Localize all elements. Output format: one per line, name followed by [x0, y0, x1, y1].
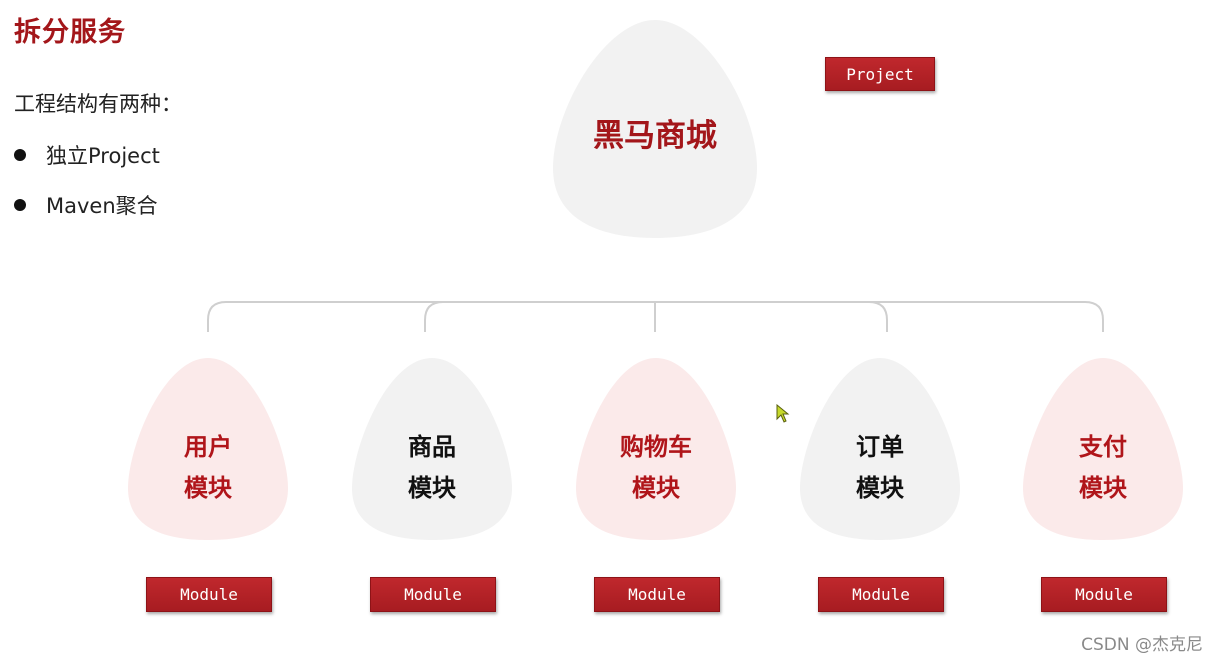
module-node-label: 用户模块: [128, 427, 288, 509]
page-title: 拆分服务: [14, 17, 126, 48]
bullet-label: 独立Project: [46, 144, 160, 168]
module-suffix: 模块: [632, 474, 680, 502]
module-tag: Module: [1041, 577, 1167, 612]
module-name: 支付: [1079, 433, 1127, 461]
module-node-shape: [128, 358, 288, 540]
module-suffix: 模块: [1079, 474, 1127, 502]
bullet-item-independent-project: 独立Project: [14, 140, 160, 170]
bullet-item-maven-aggregate: Maven聚合: [14, 190, 158, 220]
module-suffix: 模块: [856, 474, 904, 502]
module-node-label: 购物车模块: [576, 427, 736, 509]
root-node-shape: [553, 20, 757, 238]
module-name: 购物车: [620, 433, 692, 461]
bullet-dot-icon: [14, 149, 26, 161]
module-tag: Module: [370, 577, 496, 612]
module-node-shape: [352, 358, 512, 540]
mouse-cursor-icon: [776, 404, 790, 423]
module-name: 用户: [184, 433, 232, 461]
intro-text: 工程结构有两种：: [14, 92, 182, 116]
bullet-dot-icon: [14, 199, 26, 211]
module-suffix: 模块: [408, 474, 456, 502]
module-name: 商品: [408, 433, 456, 461]
watermark: CSDN @杰克尼: [1081, 635, 1203, 655]
project-tag: Project: [825, 57, 935, 91]
module-node-label: 订单模块: [800, 427, 960, 509]
module-name: 订单: [856, 433, 904, 461]
module-tag: Module: [594, 577, 720, 612]
connector-lines: [207, 301, 1104, 332]
root-node-label: 黑马商城: [593, 118, 717, 154]
bullet-label: Maven聚合: [46, 194, 158, 218]
module-node-label: 商品模块: [352, 427, 512, 509]
module-node-label: 支付模块: [1023, 427, 1183, 509]
module-tag: Module: [818, 577, 944, 612]
module-node-shape: [800, 358, 960, 540]
module-tag: Module: [146, 577, 272, 612]
module-suffix: 模块: [184, 474, 232, 502]
module-node-shape: [1023, 358, 1183, 540]
module-node-shape: [576, 358, 736, 540]
